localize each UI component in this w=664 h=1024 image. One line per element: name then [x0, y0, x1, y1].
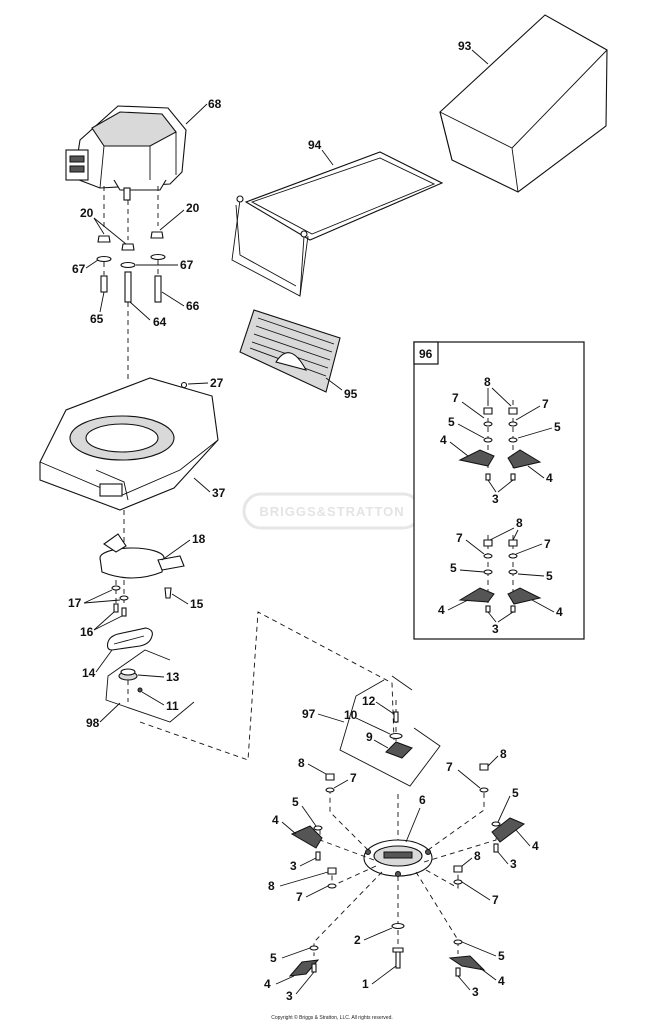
blade-label-3-b: 3 [286, 989, 293, 1003]
blade-label-8-b: 8 [268, 879, 275, 893]
label-6: 6 [419, 793, 426, 807]
blade-label-5-c: 5 [512, 786, 519, 800]
blade-label-8-c: 8 [500, 747, 507, 761]
inset-label-7-b: 7 [542, 397, 549, 411]
label-14: 14 [82, 666, 96, 680]
label-93: 93 [458, 39, 472, 53]
blade-label-4-b: 4 [264, 977, 271, 991]
inset-label-8-bottom: 8 [516, 516, 523, 530]
label-68: 68 [208, 97, 222, 111]
label-1: 1 [362, 977, 369, 991]
inset-label-3-bottom: 3 [492, 622, 499, 636]
hardware-15-17 [111, 585, 172, 617]
rear-deflector [239, 309, 341, 393]
label-64: 64 [153, 315, 167, 329]
inset-label-8-top: 8 [484, 375, 491, 389]
label-65: 65 [90, 312, 104, 326]
inset-label-5-b: 5 [554, 420, 561, 434]
drive-housing [99, 533, 185, 579]
inset-label-96: 96 [419, 347, 433, 361]
inset-label-7-c: 7 [456, 531, 463, 545]
label-17: 17 [68, 596, 82, 610]
label-11: 11 [166, 699, 179, 713]
kit-97 [339, 675, 441, 787]
inset-label-4-a: 4 [440, 433, 447, 447]
inset-label-7-a: 7 [452, 391, 459, 405]
kit-98 [105, 649, 195, 723]
blade-label-7-a: 7 [350, 771, 357, 785]
blade-label-4-d: 4 [498, 974, 505, 988]
inset-label-5-c: 5 [450, 561, 457, 575]
label-9: 9 [366, 730, 373, 744]
label-95: 95 [344, 387, 358, 401]
blade-label-8-a: 8 [298, 756, 305, 770]
label-98: 98 [86, 716, 100, 730]
label-67-left: 67 [72, 262, 86, 276]
grass-bag [439, 14, 608, 193]
blade-label-7-d: 7 [492, 893, 499, 907]
blade-label-7-c: 7 [446, 760, 453, 774]
engine-mount-hardware [96, 231, 166, 380]
label-97: 97 [302, 707, 316, 721]
label-27: 27 [210, 376, 224, 390]
label-10: 10 [344, 708, 358, 722]
label-20-left: 20 [80, 206, 94, 220]
label-66: 66 [186, 299, 200, 313]
blade-label-8-d: 8 [474, 849, 481, 863]
label-18: 18 [192, 532, 206, 546]
bag-frame [231, 151, 444, 297]
drive-belt [106, 627, 153, 651]
blade-label-3-c: 3 [510, 857, 517, 871]
blade-label-7-b: 7 [296, 890, 303, 904]
blade-label-4-c: 4 [532, 839, 539, 853]
blade-carrier [363, 839, 433, 877]
inset-label-4-c: 4 [438, 603, 445, 617]
engine [65, 105, 187, 201]
label-12: 12 [362, 694, 376, 708]
mower-deck [39, 377, 219, 511]
label-15: 15 [190, 597, 204, 611]
label-13: 13 [166, 670, 180, 684]
inset-label-5-d: 5 [546, 569, 553, 583]
label-2: 2 [354, 933, 361, 947]
blade-hardware [288, 763, 525, 977]
blade-label-5-b: 5 [270, 951, 277, 965]
inset-label-3-top: 3 [492, 492, 499, 506]
inset-label-4-d: 4 [556, 605, 563, 619]
label-20-right: 20 [186, 201, 200, 215]
blade-label-3-d: 3 [472, 985, 479, 999]
label-94: 94 [308, 138, 322, 152]
copyright-text: Copyright © Briggs & Stratton, LLC. All … [271, 1014, 393, 1021]
inset-96: 96 [413, 341, 585, 640]
blade-label-3-a: 3 [290, 859, 297, 873]
inset-label-5-a: 5 [448, 415, 455, 429]
inset-label-7-d: 7 [544, 537, 551, 551]
label-37: 37 [212, 486, 226, 500]
watermark: BRIGGS&STRATTON [242, 492, 422, 530]
blade-label-5-d: 5 [498, 949, 505, 963]
label-67-right: 67 [180, 258, 194, 272]
label-16: 16 [80, 625, 94, 639]
blade-label-5-a: 5 [292, 795, 299, 809]
watermark-text: BRIGGS&STRATTON [259, 504, 404, 519]
blade-label-4-a: 4 [272, 813, 279, 827]
inset-label-4-b: 4 [546, 471, 553, 485]
